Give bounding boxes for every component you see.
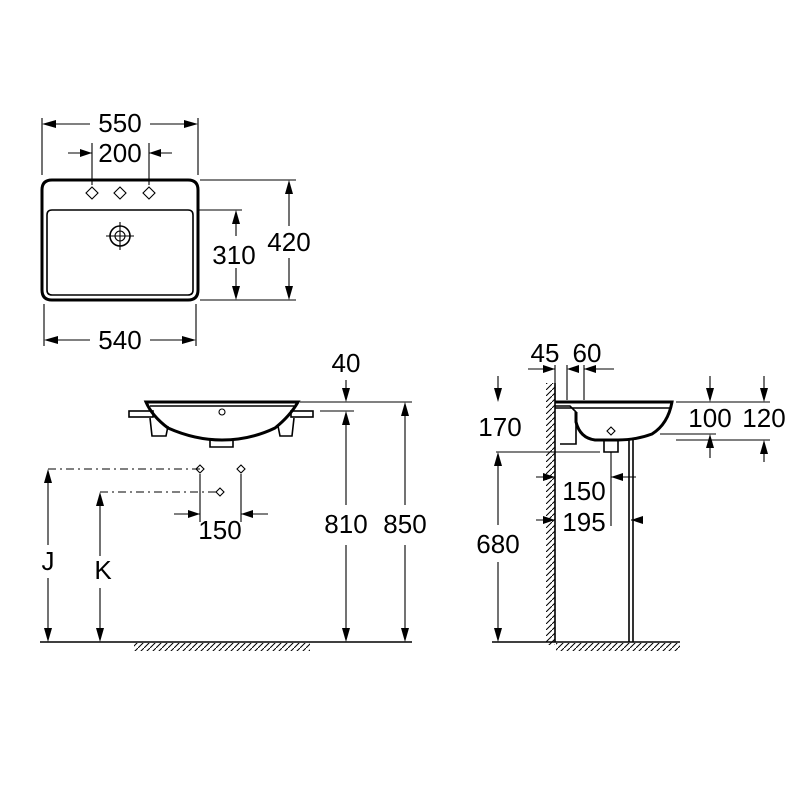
basin-outline-front [143, 400, 301, 442]
overflow-hole-icon [218, 408, 226, 416]
dim-bottom-width: 540 [98, 325, 141, 355]
bracket-right [290, 410, 314, 418]
bracket-profile [555, 405, 577, 445]
hole-marker-icon [215, 487, 225, 497]
bracket-left [128, 410, 154, 418]
basin-profile [555, 400, 674, 442]
bowl-outline-top [46, 209, 194, 296]
dim-wall-offset: 45 [531, 338, 560, 368]
dim-rim-thickness: 40 [332, 348, 361, 378]
dim-bowl-height-inner: 100 [688, 403, 731, 433]
dim-height-top: 850 [383, 509, 426, 539]
dim-trap-height: 680 [476, 529, 519, 559]
dim-waste-offset-b: 195 [562, 507, 605, 537]
top-view: 550 200 310 420 540 [40, 108, 311, 355]
wall-hatch [546, 383, 555, 645]
hole-marker-icon [606, 426, 616, 436]
dim-waste-offset-a: 150 [562, 476, 605, 506]
dim-bowl-height-outer: 120 [742, 403, 785, 433]
dim-label-j: J [42, 546, 55, 576]
dim-drain-height: 170 [478, 412, 521, 442]
hole-marker-icon [195, 464, 205, 474]
side-view: 45 60 170 680 150 195 100 [476, 338, 786, 651]
hole-marker-icon [236, 464, 246, 474]
tap-hole-icon [142, 186, 156, 200]
floor-hatch [134, 643, 310, 651]
tap-hole-icon [85, 186, 99, 200]
dim-tap-offset: 60 [573, 338, 602, 368]
drain-icon [106, 222, 134, 250]
dim-hole-spacing: 150 [198, 515, 241, 545]
front-view: 150 J K 40 810 850 [40, 348, 427, 651]
dim-overall-depth: 420 [267, 227, 310, 257]
dim-tap-spacing: 200 [98, 138, 141, 168]
dim-top-width: 550 [98, 108, 141, 138]
dim-bowl-depth: 310 [212, 240, 255, 270]
dim-height-rim-underside: 810 [324, 509, 367, 539]
basin-outline-top [40, 178, 200, 302]
dim-label-k: K [94, 555, 112, 585]
tap-hole-icon [113, 186, 127, 200]
